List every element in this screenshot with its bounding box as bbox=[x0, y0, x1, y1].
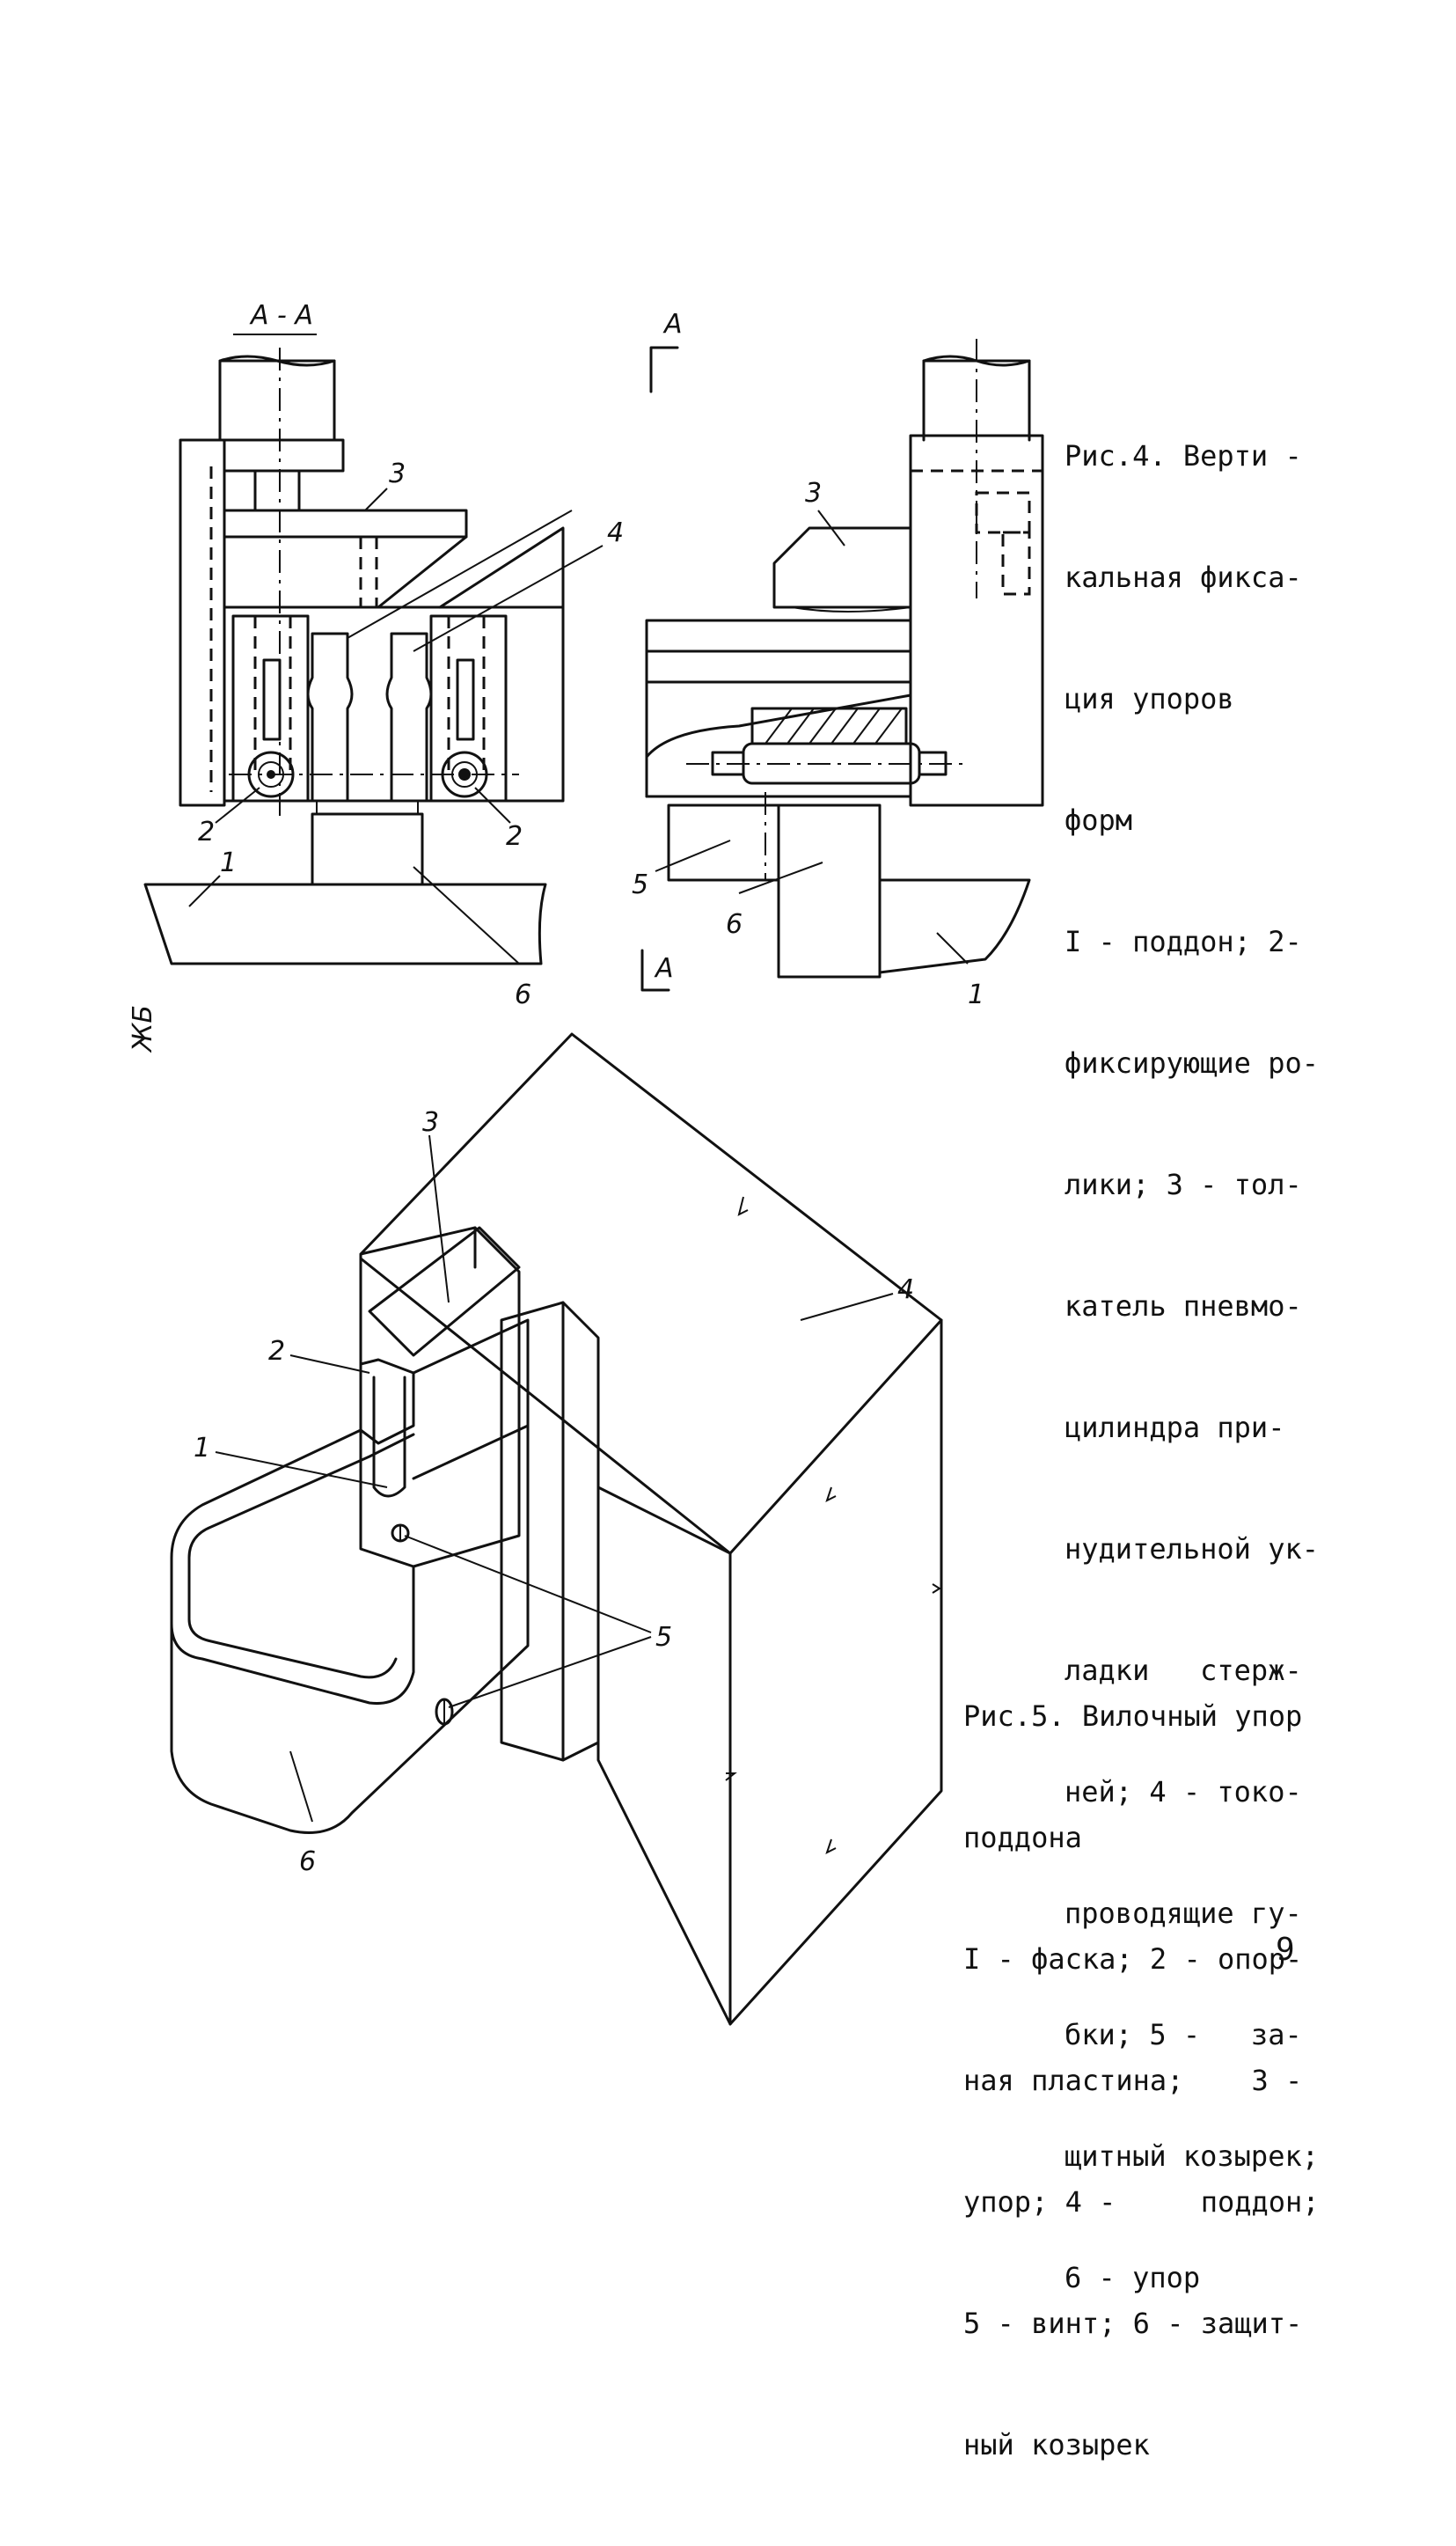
fig4-caption-line: нудительной ук- bbox=[1065, 1532, 1319, 1566]
fig4-side-view: А А bbox=[632, 309, 1044, 1010]
label-6: 6 bbox=[515, 980, 531, 1010]
fig5-caption-line: Рис.5. Вилочный упор bbox=[963, 1699, 1303, 1733]
label-2a: 2 bbox=[198, 817, 215, 847]
label-1-right: 1 bbox=[968, 980, 984, 1010]
fig5-label-3: 3 bbox=[422, 1107, 439, 1138]
pallet-1 bbox=[143, 883, 547, 965]
fig4-caption-line: кальная фикса- bbox=[1065, 561, 1302, 594]
pusher-3 bbox=[223, 509, 468, 609]
fig5-caption-line: 5 - винт; 6 - защит- bbox=[963, 2307, 1303, 2340]
pallet-4-side bbox=[728, 1318, 943, 2026]
side-mark: ЖБ bbox=[128, 1005, 158, 1052]
pallet-4-top bbox=[359, 1032, 943, 1555]
cylinder-top bbox=[218, 359, 336, 442]
body-block bbox=[223, 605, 565, 803]
label-1: 1 bbox=[220, 847, 237, 878]
label-2b: 2 bbox=[506, 821, 523, 852]
section-label: А - А bbox=[249, 300, 313, 331]
guard-top-edge bbox=[170, 1428, 415, 1706]
view-marker-top: А bbox=[662, 309, 683, 340]
fig4-caption-line: бки; 5 - за- bbox=[1065, 2018, 1302, 2051]
fig4-caption-line: щитный козырек; bbox=[1065, 2139, 1319, 2173]
view-marker-bottom: А bbox=[654, 953, 674, 984]
fig5-caption: Рис.5. Вилочный упор поддона I - фаска; … bbox=[963, 1615, 1320, 2546]
stop-6-right bbox=[777, 803, 882, 979]
jaw-left bbox=[306, 632, 354, 803]
label-3: 3 bbox=[389, 459, 406, 489]
fig5-label-2: 2 bbox=[268, 1336, 285, 1367]
label-4: 4 bbox=[607, 517, 624, 548]
fig4-caption-line: проводящие гу- bbox=[1065, 1897, 1302, 1930]
fig4-caption-line: Рис.4. Верти - bbox=[1065, 439, 1302, 473]
document-page: А - А bbox=[128, 300, 1320, 2462]
fig5-label-5: 5 bbox=[655, 1622, 672, 1653]
page-number: 9 bbox=[1276, 1932, 1295, 1968]
chamfer-1 bbox=[372, 1376, 406, 1498]
fig4-caption-line: I - поддон; 2- bbox=[1065, 925, 1302, 958]
label-5-right: 5 bbox=[632, 869, 648, 900]
label-6-right: 6 bbox=[726, 909, 743, 940]
fig5-caption-line: ный козырек bbox=[963, 2428, 1150, 2462]
fig4-caption-line: ция упоров bbox=[1065, 682, 1234, 715]
fig4-caption-line: форм bbox=[1065, 803, 1133, 837]
left-column bbox=[179, 438, 226, 807]
cap-plate bbox=[223, 438, 345, 473]
fig4-caption-line: ней; 4 - токо- bbox=[1065, 1775, 1302, 1809]
fig4-section-view: А - А bbox=[143, 300, 624, 1010]
fig4-caption-line: ладки стерж- bbox=[1065, 1654, 1302, 1687]
spring-left bbox=[262, 658, 282, 741]
spring-right bbox=[456, 658, 475, 741]
fig4-caption-line: фиксирующие ро- bbox=[1065, 1046, 1319, 1080]
guard-6 bbox=[170, 1424, 530, 1834]
fig5-label-6: 6 bbox=[299, 1846, 316, 1877]
fig5-caption-line: поддона bbox=[963, 1821, 1082, 1854]
label-3-right: 3 bbox=[805, 478, 822, 509]
fig5-label-1: 1 bbox=[194, 1433, 210, 1464]
fig4-caption-line: цилиндра при- bbox=[1065, 1411, 1285, 1444]
fork-arm-right bbox=[500, 1301, 600, 1762]
pusher-3-right bbox=[772, 526, 912, 609]
fig4-caption-line: катель пневмо- bbox=[1065, 1289, 1302, 1323]
fig5-isometric: 3 4 2 1 5 6 bbox=[170, 1032, 943, 2026]
fig5-label-4: 4 bbox=[897, 1274, 914, 1305]
fig5-caption-line: I - фаска; 2 - опор- bbox=[963, 1942, 1303, 1976]
technical-drawings: А - А bbox=[143, 300, 1044, 2026]
pallet-1-right bbox=[878, 878, 1031, 974]
hatched-block bbox=[750, 707, 908, 745]
stop-6 bbox=[311, 812, 424, 886]
fig5-caption-line: упор; 4 - поддон; bbox=[963, 2185, 1320, 2219]
fig4-caption-line: лики; 3 - тол- bbox=[1065, 1168, 1302, 1201]
roller-housing-right bbox=[429, 614, 508, 803]
fig5-caption-line: ная пластина; 3 - bbox=[963, 2064, 1303, 2097]
cylinder-break bbox=[218, 355, 336, 367]
jaw-right bbox=[385, 632, 433, 803]
roller-housing-left bbox=[231, 614, 310, 803]
